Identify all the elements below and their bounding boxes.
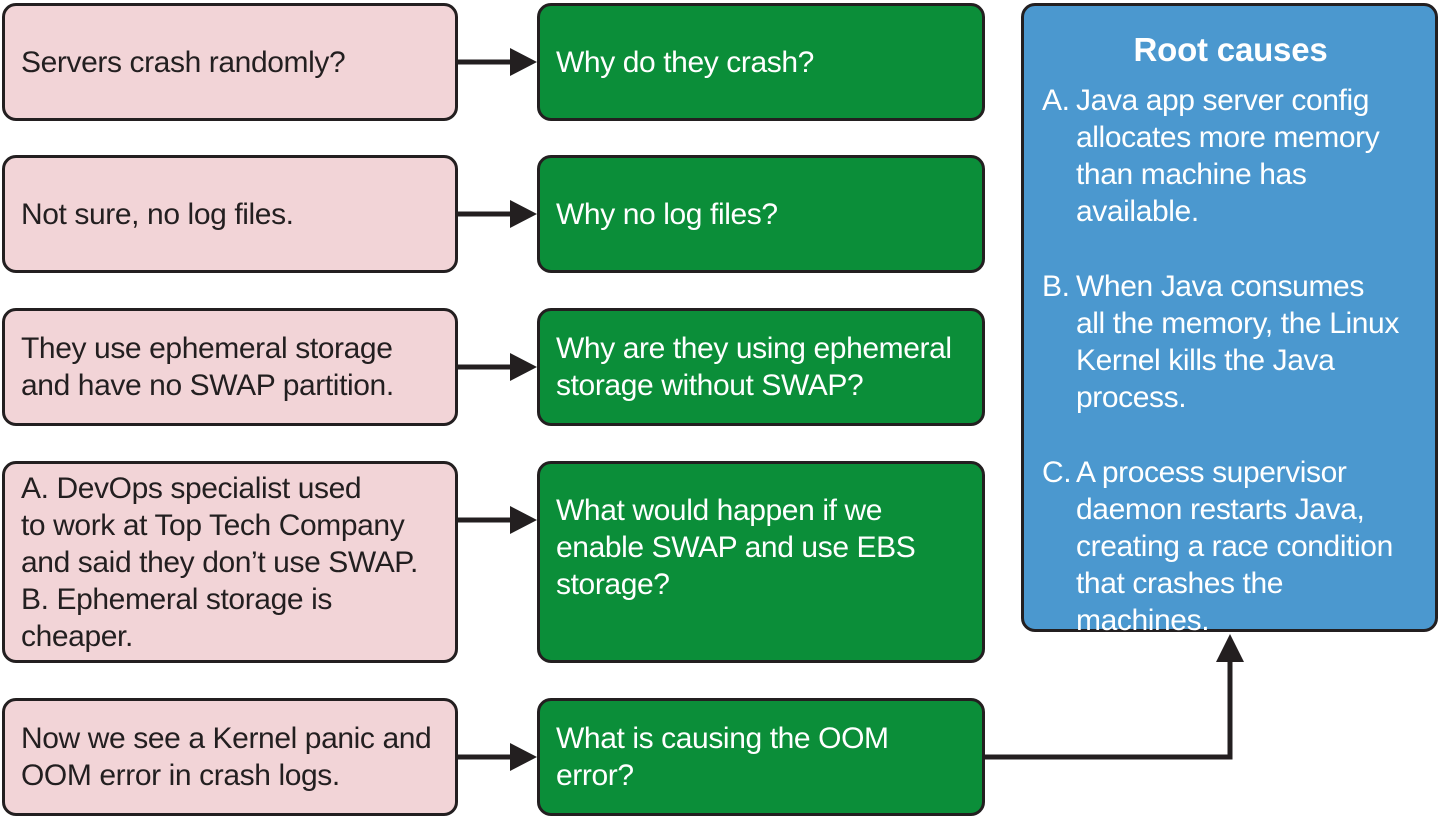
question-box-4: A. DevOps specialist used to work at Top… — [2, 461, 458, 663]
why-text-1: Why do they crash? — [556, 45, 814, 79]
why-box-3: Why are they using ephemeral storage wit… — [537, 308, 985, 426]
root-cause-c-letter: C. — [1042, 456, 1072, 489]
why-text-2: Why no log files? — [556, 197, 778, 231]
root-cause-a-letter: A. — [1042, 84, 1070, 117]
question-box-5: Now we see a Kernel panic and OOM error … — [2, 698, 458, 816]
root-cause-c: C. A process supervisor daemon restarts … — [1042, 454, 1419, 639]
root-cause-b-text: When Java consumes all the memory, the L… — [1076, 270, 1399, 414]
question-box-1: Servers crash randomly? — [2, 3, 458, 121]
root-cause-a: A. Java app server config allocates more… — [1042, 82, 1419, 230]
why-box-5: What is causing the OOM error? — [537, 698, 985, 816]
question-text-2: Not sure, no log files. — [21, 197, 294, 231]
root-cause-b: B. When Java consumes all the memory, th… — [1042, 268, 1419, 416]
arrowhead-4 — [510, 506, 537, 534]
arrow-line-root — [985, 660, 1233, 760]
question-box-3: They use ephemeral storage and have no S… — [2, 308, 458, 426]
question-box-2: Not sure, no log files. — [2, 155, 458, 273]
question-text-3: They use ephemeral storage and have no S… — [21, 332, 394, 402]
why-box-4: What would happen if we enable SWAP and … — [537, 461, 985, 663]
root-causes-title: Root causes — [1133, 31, 1328, 68]
why-box-1: Why do they crash? — [537, 3, 985, 121]
arrowhead-5 — [510, 743, 537, 771]
root-cause-b-letter: B. — [1042, 270, 1070, 303]
why-text-3: Why are they using ephemeral storage wit… — [556, 332, 952, 402]
root-causes-box: Root causes A. Java app server config al… — [1021, 3, 1438, 637]
root-cause-a-text: Java app server config allocates more me… — [1076, 84, 1380, 228]
why-text-4: What would happen if we enable SWAP and … — [556, 494, 916, 601]
question-text-1: Servers crash randomly? — [21, 45, 346, 79]
why-text-5: What is causing the OOM error? — [556, 722, 889, 792]
question-text-5: Now we see a Kernel panic and OOM error … — [21, 722, 432, 792]
arrowhead-2 — [510, 200, 537, 228]
why-box-2: Why no log files? — [537, 155, 985, 273]
root-cause-c-text: A process supervisor daemon restarts Jav… — [1076, 456, 1393, 637]
question-text-4: A. DevOps specialist used to work at Top… — [21, 471, 418, 653]
arrowhead-3 — [510, 353, 537, 381]
arrowhead-1 — [510, 48, 537, 76]
